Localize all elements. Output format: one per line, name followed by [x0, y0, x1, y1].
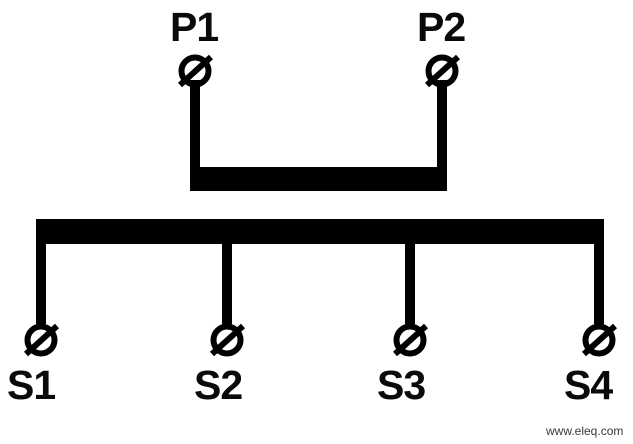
terminal-p1-circle: [178, 54, 212, 88]
primary-left-leg: [190, 100, 200, 170]
terminal-p2-circle: [425, 54, 459, 88]
terminal-p1-slash: [177, 54, 214, 88]
terminal-s4-circle: [582, 323, 616, 357]
terminal-p2-slash: [424, 54, 461, 88]
label-s1: S1: [7, 362, 56, 408]
label-s2: S2: [194, 362, 243, 408]
terminal-s1[interactable]: [23, 244, 60, 357]
terminal-p2-stem: [437, 80, 447, 102]
terminal-s3-stem: [405, 244, 415, 324]
label-s4: S4: [564, 362, 613, 408]
terminal-s2-circle: [210, 323, 244, 357]
terminal-s2-stem: [222, 244, 232, 324]
terminal-s1-stem: [36, 244, 46, 324]
terminal-s4-slash: [581, 323, 618, 357]
label-s3: S3: [377, 362, 426, 408]
label-p1: P1: [170, 4, 219, 50]
label-p2: P2: [417, 4, 466, 50]
primary-right-leg: [437, 100, 447, 170]
terminal-s4[interactable]: [581, 244, 618, 357]
terminal-s4-stem: [594, 244, 604, 324]
terminal-s2-slash: [209, 323, 246, 357]
watermark-text: www.eleq.com: [546, 424, 624, 438]
secondary-busbar: [36, 219, 604, 244]
terminal-p2[interactable]: [424, 54, 461, 102]
terminal-s1-circle: [24, 323, 58, 357]
terminal-s3-slash: [392, 323, 429, 357]
terminal-p1-stem: [190, 80, 200, 102]
secondary-circuit: [23, 219, 618, 357]
terminal-s2[interactable]: [209, 244, 246, 357]
terminal-p1[interactable]: [177, 54, 214, 102]
primary-busbar: [190, 167, 447, 191]
terminal-s3[interactable]: [392, 244, 429, 357]
terminal-s1-slash: [23, 323, 60, 357]
terminal-s3-circle: [393, 323, 427, 357]
primary-circuit: [177, 54, 461, 191]
